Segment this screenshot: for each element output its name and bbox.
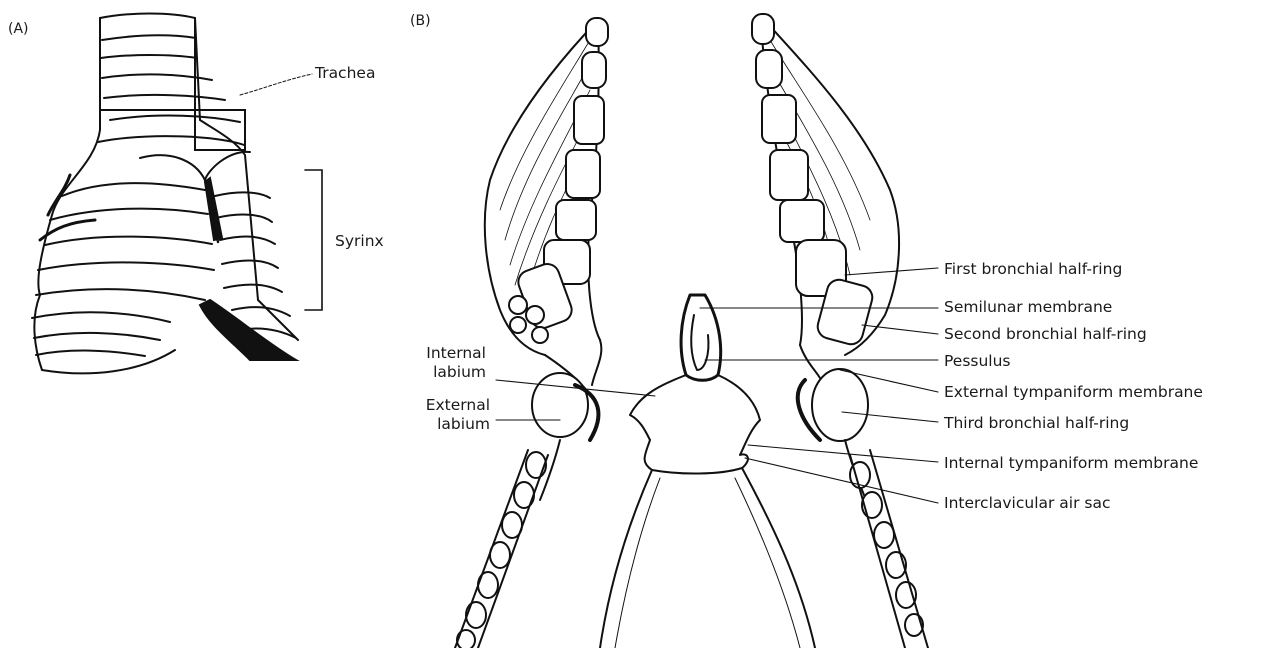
second-bronchial-half-ring-label: Second bronchial half-ring — [944, 325, 1147, 344]
internal-labium-label: Internal labium — [398, 344, 486, 382]
internal-tympaniform-right — [718, 375, 760, 455]
panel-b-letter: (B) — [410, 12, 431, 31]
external-tympaniform-membrane-label: External tympaniform membrane — [944, 383, 1203, 402]
internal-tympaniform-membrane-label: Internal tympaniform membrane — [944, 454, 1198, 473]
third-bronchial-half-ring-label: Third bronchial half-ring — [944, 414, 1129, 433]
first-bronchial-half-ring-label: First bronchial half-ring — [944, 260, 1122, 279]
left-lower-bronchus — [457, 452, 546, 648]
right-lower-bronchus — [850, 462, 923, 636]
internal-tympaniform-left — [630, 375, 686, 440]
pessulus-label: Pessulus — [944, 352, 1011, 371]
external-labium-label: External labium — [398, 396, 490, 434]
third-half-ring-shape — [812, 369, 868, 441]
semilunar-membrane-label: Semilunar membrane — [944, 298, 1112, 317]
interclavicular-air-sac — [645, 440, 748, 474]
interclavicular-air-sac-label: Interclavicular air sac — [944, 494, 1111, 513]
left-labium — [532, 373, 588, 437]
